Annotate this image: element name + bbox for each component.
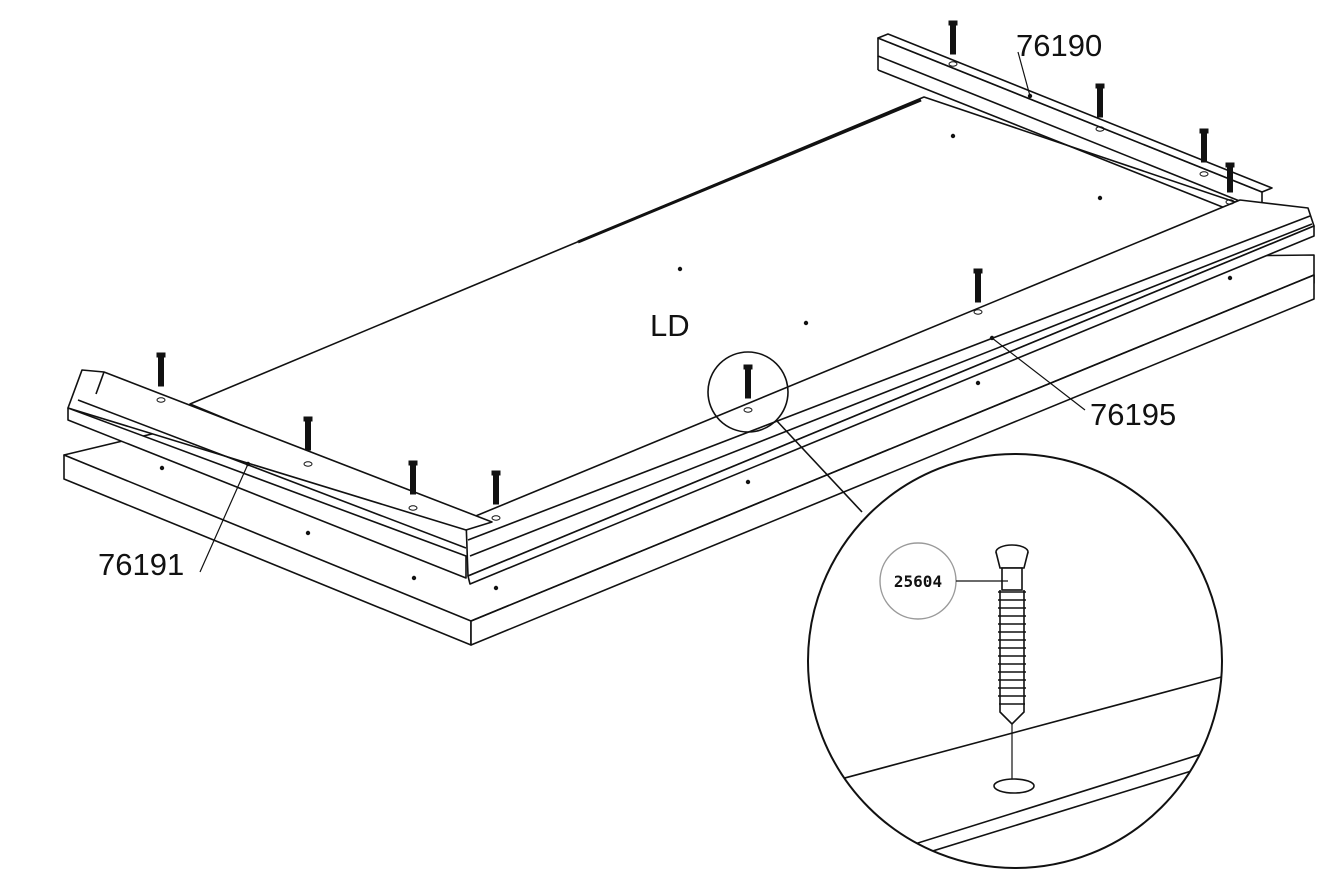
screw-icon [1199, 128, 1209, 177]
screw-icon [1225, 162, 1235, 205]
screw-icon [948, 20, 958, 67]
screw-icon [408, 460, 418, 511]
screw-icon [156, 352, 166, 403]
label-76191: 76191 [98, 547, 184, 582]
label-76190: 76190 [1016, 28, 1102, 63]
screw-icon [973, 268, 983, 315]
screw-icon [491, 470, 501, 521]
zoom-detail [807, 453, 1223, 869]
rail-76191 [67, 369, 493, 579]
label-panel-ld: LD [650, 308, 690, 343]
rail-76195 [465, 199, 1315, 585]
hole-icon [993, 778, 1035, 794]
screw-icon [1095, 83, 1105, 132]
screw-code: 25604 [894, 572, 942, 591]
screw-code-callout: 25604 [879, 542, 1008, 620]
label-76195: 76195 [1090, 397, 1176, 432]
detail-callout [707, 351, 863, 513]
rail-76190 [877, 33, 1273, 211]
screws [156, 20, 1235, 521]
hole-markers [159, 93, 1233, 591]
leader-lines [199, 51, 1086, 573]
screw-icon [743, 364, 753, 413]
screw-icon [303, 416, 313, 467]
screw-detail-icon [993, 544, 1035, 794]
